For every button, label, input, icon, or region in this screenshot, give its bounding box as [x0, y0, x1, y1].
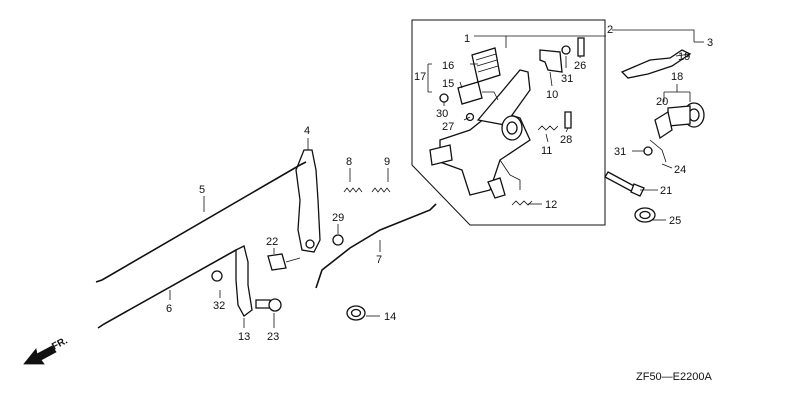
callout-3: 3: [707, 37, 713, 49]
spring-11: [537, 125, 559, 131]
governor-rod-5: [95, 161, 307, 283]
leader-lines: [169, 29, 704, 328]
callout-4: 4: [304, 125, 310, 137]
governor-arm-4: [295, 149, 321, 253]
bolt-28: [564, 111, 572, 129]
lever-13: [235, 245, 253, 317]
clamp-25: [634, 207, 656, 223]
bolt-26: [577, 37, 585, 57]
callout-13: 13: [238, 331, 250, 343]
callout-23: 23: [267, 331, 279, 343]
callout-28: 28: [560, 134, 572, 146]
callout-8: 8: [346, 156, 352, 168]
callout-24: 24: [674, 164, 686, 176]
callout-12: 12: [545, 199, 557, 211]
callout-labels: 1 2 3 19 16 17 15 30 27 10 31 26 28 11 1…: [166, 24, 713, 343]
callout-17: 17: [414, 71, 426, 83]
callout-5: 5: [199, 184, 205, 196]
callout-2: 2: [607, 24, 613, 36]
callout-31-right: 31: [614, 146, 626, 158]
front-label: FR.: [50, 335, 70, 352]
callout-31-top: 31: [561, 73, 573, 85]
callout-14: 14: [384, 311, 396, 323]
callout-18: 18: [671, 71, 683, 83]
throttle-rod-6: [97, 247, 243, 329]
callout-27: 27: [442, 121, 454, 133]
spring-9: [371, 187, 391, 193]
callout-1: 1: [464, 33, 470, 45]
callout-6: 6: [166, 303, 172, 315]
arrow-icon: [23, 345, 57, 365]
spring-8: [343, 187, 363, 193]
knob-assembly: [649, 102, 705, 163]
diagram-code: ZF50—E2200A: [636, 371, 712, 383]
callout-21: 21: [660, 185, 672, 197]
plate-10: [539, 49, 563, 73]
callout-26: 26: [574, 60, 586, 72]
washer-32: [211, 270, 223, 282]
assembly-outline: [411, 19, 606, 226]
callout-15: 15: [442, 78, 454, 90]
bolt-21: [604, 171, 637, 193]
bolt-23: [255, 298, 282, 312]
washer-30: [439, 93, 449, 103]
callout-32: 32: [213, 300, 225, 312]
stop-switch: [457, 47, 501, 105]
front-arrow: FR.: [23, 335, 70, 365]
washer-31-right: [643, 146, 653, 156]
nut-29: [332, 234, 344, 246]
callout-29: 29: [332, 212, 344, 224]
callout-30: 30: [436, 108, 448, 120]
callout-11: 11: [541, 145, 552, 157]
block-22: [267, 253, 301, 271]
callout-20: 20: [656, 96, 668, 108]
control-bracket: [429, 69, 531, 199]
callout-10: 10: [546, 89, 558, 101]
washer-31-top: [561, 45, 571, 55]
callout-22: 22: [266, 236, 278, 248]
callout-19: 19: [678, 51, 690, 63]
clamp-14: [346, 305, 366, 321]
callout-9: 9: [384, 156, 390, 168]
choke-rod-7: [315, 203, 437, 289]
callout-7: 7: [376, 254, 382, 266]
callout-16: 16: [442, 60, 454, 72]
callout-25: 25: [669, 215, 681, 227]
